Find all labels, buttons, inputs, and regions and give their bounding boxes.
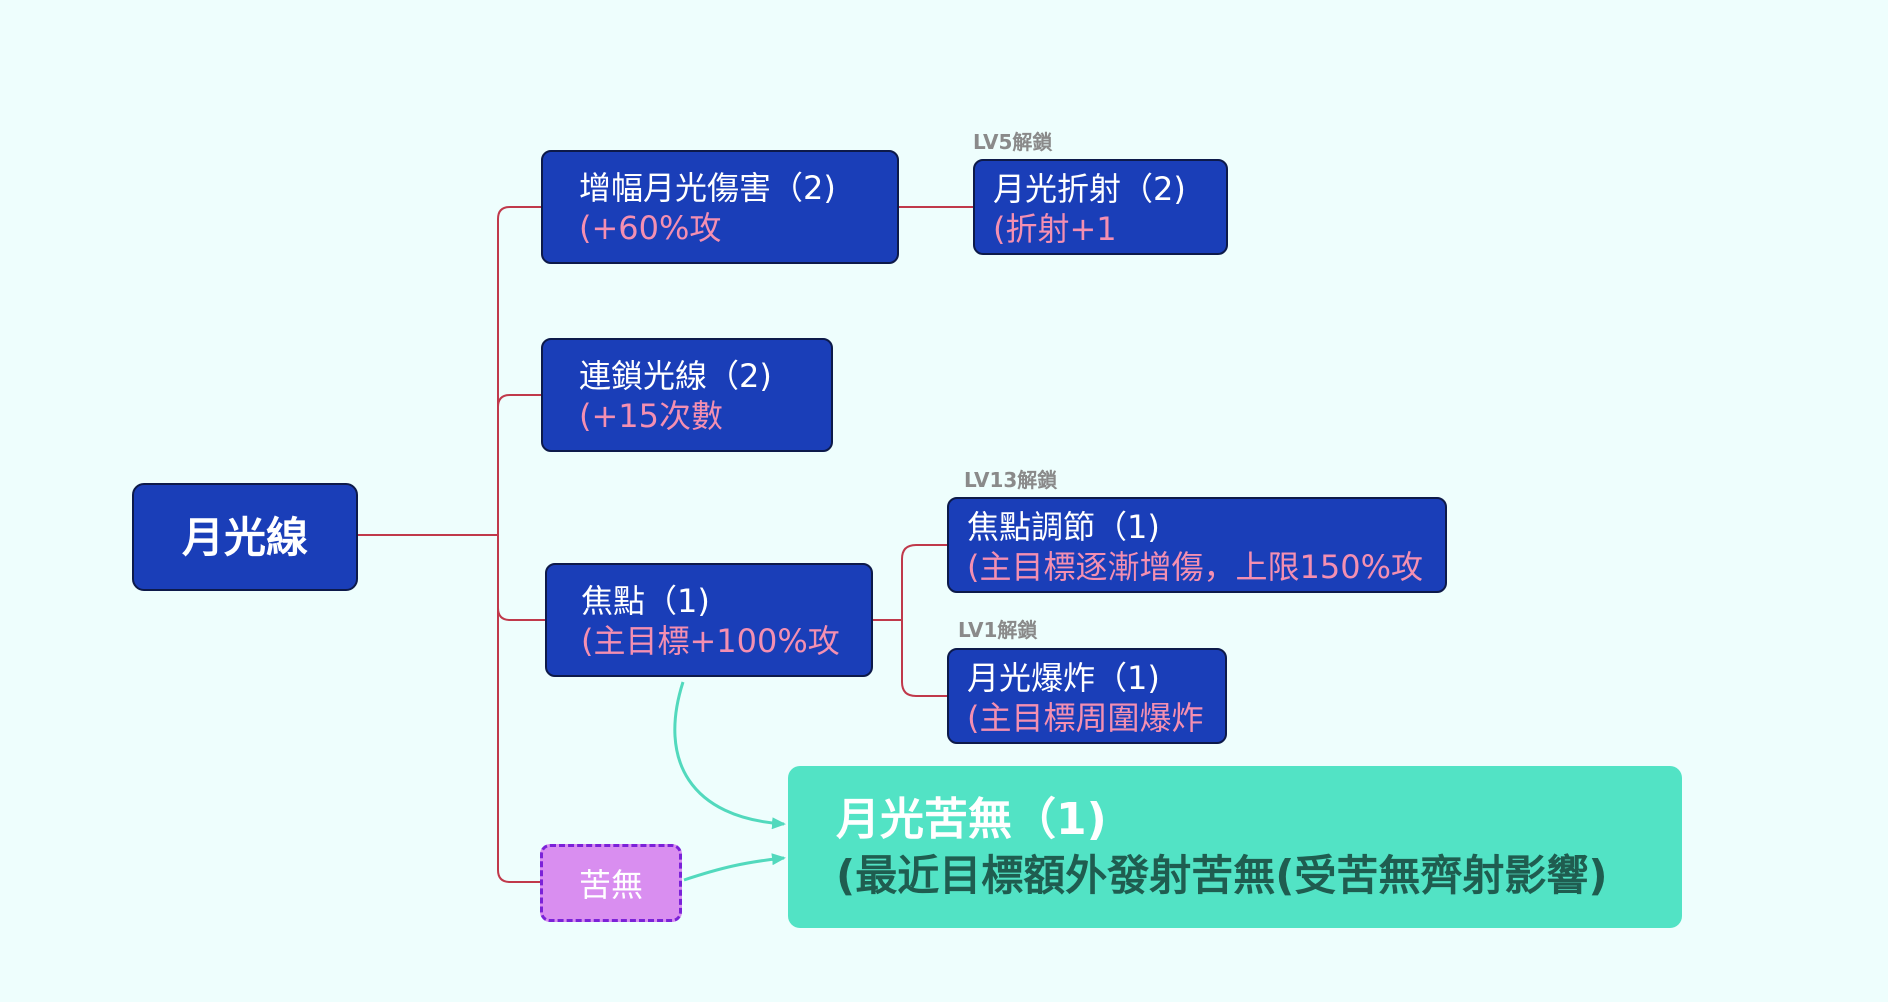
arrow-kunai-combo xyxy=(683,853,786,882)
edge-trunk xyxy=(497,206,511,883)
node-explode-desc: (主目標周圍爆炸 xyxy=(967,699,1204,737)
edge-focus-sub-trunk xyxy=(901,544,917,697)
node-amplify[interactable]: 增幅月光傷害（2) (+60%攻 xyxy=(541,150,899,264)
edge-to-focus xyxy=(497,607,545,621)
arrow-focus-combo xyxy=(673,681,786,830)
node-amplify-title: 增幅月光傷害（2) xyxy=(579,169,836,207)
combo-title: 月光苦無（1) xyxy=(836,794,1107,845)
node-focus[interactable]: 焦點（1) (主目標+100%攻 xyxy=(545,563,873,677)
node-refract-title: 月光折射（2) xyxy=(993,170,1186,208)
combo-node[interactable]: 月光苦無（1) (最近目標額外發射苦無(受苦無齊射影響) xyxy=(788,766,1682,928)
root-label: 月光線 xyxy=(181,513,308,562)
root-node[interactable]: 月光線 xyxy=(132,483,358,591)
kunai-node[interactable]: 苦無 xyxy=(540,844,682,922)
node-chain-desc: (+15次數 xyxy=(579,397,724,435)
node-focus-adjust-title: 焦點調節（1) xyxy=(967,508,1160,546)
node-amplify-desc: (+60%攻 xyxy=(579,209,722,247)
node-refract-desc: (折射+1 xyxy=(993,210,1117,248)
node-chain-title: 連鎖光線（2) xyxy=(579,357,772,395)
node-refract[interactable]: 月光折射（2) (折射+1 xyxy=(973,159,1228,255)
node-focus-adjust-desc: (主目標逐漸增傷，上限150%攻 xyxy=(967,548,1423,586)
node-focus-desc: (主目標+100%攻 xyxy=(581,622,840,660)
edge-to-chain xyxy=(497,394,541,408)
explode-unlock-label: LV1解鎖 xyxy=(958,618,1038,642)
node-chain[interactable]: 連鎖光線（2) (+15次數 xyxy=(541,338,833,452)
kunai-label: 苦無 xyxy=(578,866,643,904)
focus-adjust-unlock-label: LV13解鎖 xyxy=(964,468,1058,492)
node-focus-adjust[interactable]: 焦點調節（1) (主目標逐漸增傷，上限150%攻 xyxy=(947,497,1447,593)
node-explode-title: 月光爆炸（1) xyxy=(967,659,1160,697)
combo-desc: (最近目標額外發射苦無(受苦無齊射影響) xyxy=(836,851,1608,900)
node-focus-title: 焦點（1) xyxy=(581,582,710,620)
refract-unlock-label: LV5解鎖 xyxy=(973,130,1053,154)
node-explode[interactable]: 月光爆炸（1) (主目標周圍爆炸 xyxy=(947,648,1227,744)
